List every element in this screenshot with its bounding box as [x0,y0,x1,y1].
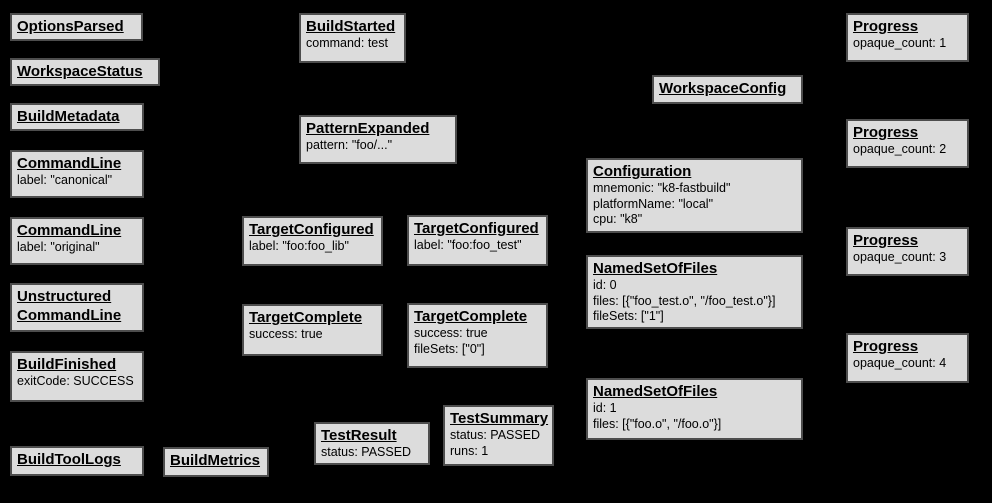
node-line: label: "original" [17,240,100,254]
node-line: fileSets: ["0"] [414,341,485,356]
node-line: cpu: "k8" [593,212,643,226]
node-title: Progress [853,232,919,249]
node-progress-2: Progress opaque_count: 2 [846,119,969,168]
node-target-complete-foo-test: TargetComplete success: true fileSets: [… [407,303,548,368]
node-title: NamedSetOfFiles [593,260,718,277]
node-build-tool-logs: BuildToolLogs [10,446,144,476]
node-title: BuildStarted [306,18,396,35]
node-line: id: 1 [593,401,617,415]
node-progress-3: Progress opaque_count: 3 [846,227,969,276]
node-line: mnemonic: "k8-fastbuild" [593,181,731,195]
node-target-complete-foo-lib: TargetComplete success: true [242,304,383,356]
node-title: TargetComplete [414,308,528,325]
node-title: CommandLine [17,155,122,172]
node-build-metrics: BuildMetrics [163,447,269,477]
node-title: Progress [853,18,919,35]
node-title: Progress [853,338,919,355]
node-line: label: "foo:foo_test" [414,238,522,252]
node-line: files: [{"foo_test.o", "/foo_test.o"}] [593,293,776,308]
node-title: NamedSetOfFiles [593,383,718,400]
node-title: PatternExpanded [306,120,430,137]
node-line: fileSets: ["1"] [593,309,664,323]
node-line: success: true [414,326,488,340]
node-target-configured-foo-lib: TargetConfigured label: "foo:foo_lib" [242,216,383,266]
node-line: id: 0 [593,278,617,292]
node-unstructured-command-line: Unstructured CommandLine [10,283,144,332]
node-title: BuildMetrics [170,452,261,469]
node-workspace-status: WorkspaceStatus [10,58,160,86]
node-line: command: test [306,36,388,50]
node-title: TestResult [321,427,397,444]
node-title: TargetConfigured [249,221,374,238]
node-line: opaque_count: 1 [853,36,947,50]
node-title: TestSummary [450,410,549,427]
node-command-line-original: CommandLine label: "original" [10,217,144,265]
node-line: label: "foo:foo_lib" [249,239,349,253]
node-title: TargetComplete [249,309,363,326]
node-title: Progress [853,124,919,141]
node-line: opaque_count: 3 [853,250,947,264]
node-title: WorkspaceStatus [17,63,143,80]
node-title: BuildToolLogs [17,451,121,468]
node-line: label: "canonical" [17,173,113,187]
node-named-set-of-files-0: NamedSetOfFiles id: 0 files: [{"foo_test… [586,255,803,329]
node-command-line-canonical: CommandLine label: "canonical" [10,150,144,198]
node-progress-1: Progress opaque_count: 1 [846,13,969,62]
node-title: TargetConfigured [414,220,539,237]
node-build-started: BuildStarted command: test [299,13,406,63]
node-test-summary: TestSummary status: PASSED runs: 1 [443,405,554,466]
node-title: WorkspaceConfig [659,80,787,97]
node-workspace-config: WorkspaceConfig [652,75,803,104]
node-line: exitCode: SUCCESS [17,374,134,388]
node-line: success: true [249,327,323,341]
node-title: Configuration [593,163,692,180]
node-pattern-expanded: PatternExpanded pattern: "foo/..." [299,115,457,164]
node-line: status: PASSED [450,428,541,442]
node-title: OptionsParsed [17,18,124,35]
node-title: BuildFinished [17,356,117,373]
node-line: platformName: "local" [593,196,714,211]
node-line: opaque_count: 4 [853,356,947,370]
node-build-metadata: BuildMetadata [10,103,144,131]
node-line: files: [{"foo.o", "/foo.o"}] [593,416,722,431]
node-build-finished: BuildFinished exitCode: SUCCESS [10,351,144,402]
node-title: Unstructured CommandLine [17,288,122,324]
node-test-result: TestResult status: PASSED [314,422,430,465]
node-named-set-of-files-1: NamedSetOfFiles id: 1 files: [{"foo.o", … [586,378,803,440]
node-line: status: PASSED [321,445,412,459]
node-line: runs: 1 [450,443,489,458]
node-progress-4: Progress opaque_count: 4 [846,333,969,383]
node-configuration: Configuration mnemonic: "k8-fastbuild" p… [586,158,803,233]
node-target-configured-foo-test: TargetConfigured label: "foo:foo_test" [407,215,548,266]
node-title: BuildMetadata [17,108,120,125]
node-options-parsed: OptionsParsed [10,13,143,41]
node-title: CommandLine [17,222,122,239]
node-line: pattern: "foo/..." [306,138,393,152]
node-line: opaque_count: 2 [853,142,947,156]
